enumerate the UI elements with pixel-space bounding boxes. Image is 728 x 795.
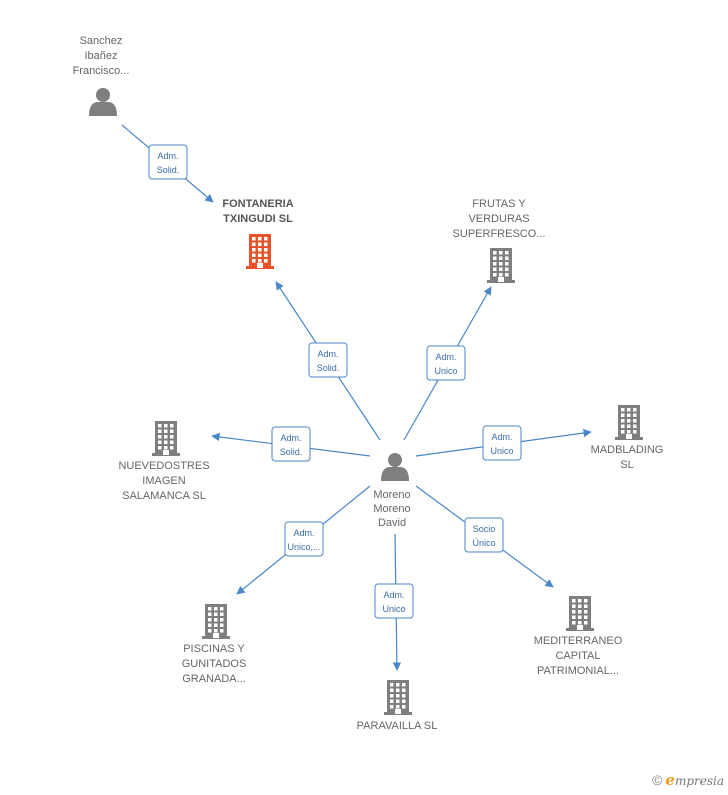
building-icon — [152, 421, 180, 456]
edge-label-text: Adm. — [293, 528, 314, 538]
node-label-frutas: VERDURAS — [468, 213, 529, 225]
node-frutas[interactable]: FRUTAS Y VERDURAS SUPERFRESCO... — [453, 198, 546, 283]
edge-label-text: Adm. — [435, 352, 456, 362]
edge-label-text: Unico — [434, 366, 457, 376]
node-label-sanchez: Francisco... — [73, 65, 130, 77]
node-label-piscinas: GUNITADOS — [182, 658, 247, 670]
node-paravailla[interactable]: PARAVAILLA SL — [357, 680, 438, 732]
edge-label-text: Solid. — [157, 165, 180, 175]
node-label-madblading: MADBLADING — [591, 444, 664, 456]
node-label-piscinas: PISCINAS Y — [183, 643, 245, 655]
edge-label-box — [271, 426, 311, 462]
edge-label-moreno-paravailla[interactable]: Adm. Unico — [374, 583, 414, 619]
edge-label-box — [426, 345, 466, 381]
node-label-sanchez: Sanchez — [80, 35, 123, 47]
person-icon — [89, 88, 117, 116]
edge-label-text: Único — [472, 538, 495, 548]
node-piscinas[interactable]: PISCINAS Y GUNITADOS GRANADA... — [182, 604, 247, 685]
building-icon — [566, 596, 594, 631]
node-label-nuevedostres: NUEVEDOSTRES — [118, 460, 209, 472]
node-label-madblading: SL — [620, 459, 633, 471]
edge-label-text: Unico — [382, 604, 405, 614]
node-label-moreno: Moreno — [373, 489, 410, 501]
edge-label-box — [482, 425, 522, 461]
edge-label-moreno-frutas[interactable]: Adm. Unico — [426, 345, 466, 381]
building-icon — [487, 248, 515, 283]
node-label-mediterraneo: MEDITERRANEO — [534, 635, 623, 647]
node-label-mediterraneo: PATRIMONIAL... — [537, 665, 619, 677]
node-mediterraneo[interactable]: MEDITERRANEO CAPITAL PATRIMONIAL... — [534, 596, 623, 677]
node-label-paravailla: PARAVAILLA SL — [357, 720, 438, 732]
edge-label-box — [308, 342, 348, 378]
node-label-piscinas: GRANADA... — [182, 673, 246, 685]
building-icon — [246, 234, 274, 269]
edge-label-moreno-piscinas[interactable]: Adm. Unico,... — [284, 521, 324, 557]
edge-label-sanchez-fontaneria[interactable]: Adm. Solid. — [148, 144, 188, 180]
node-label-sanchez: Ibañez — [84, 50, 117, 62]
node-label-nuevedostres: SALAMANCA SL — [122, 490, 206, 502]
edge-label-text: Unico,... — [287, 542, 320, 552]
person-icon — [381, 453, 409, 481]
edge-label-box — [284, 521, 324, 557]
copyright-symbol: © — [652, 772, 663, 788]
edge-label-text: Adm. — [157, 151, 178, 161]
building-icon — [384, 680, 412, 715]
node-label-frutas: FRUTAS Y — [472, 198, 526, 210]
brand-logo-initial: e — [665, 771, 675, 789]
node-label-nuevedostres: IMAGEN — [142, 475, 185, 487]
edge-label-moreno-nuevedostres[interactable]: Adm. Solid. — [271, 426, 311, 462]
edge-label-text: Adm. — [317, 349, 338, 359]
edge-label-box — [374, 583, 414, 619]
edge-label-text: Solid. — [317, 363, 340, 373]
node-label-fontaneria: FONTANERIA — [222, 198, 293, 210]
node-nuevedostres[interactable]: NUEVEDOSTRES IMAGEN SALAMANCA SL — [118, 421, 210, 502]
edge-label-text: Adm. — [280, 433, 301, 443]
node-label-frutas: SUPERFRESCO... — [453, 228, 546, 240]
edge-label-text: Adm. — [383, 590, 404, 600]
edge-label-moreno-fontaneria[interactable]: Adm. Solid. — [308, 342, 348, 378]
edge-label-moreno-madblading[interactable]: Adm. Unico — [482, 425, 522, 461]
brand-logo-text: mpresia — [674, 774, 724, 788]
building-icon — [615, 405, 643, 440]
edge-label-text: Adm. — [491, 432, 512, 442]
brand-watermark: ©empresia — [652, 771, 724, 789]
edge-label-box — [464, 517, 504, 553]
building-icon — [202, 604, 230, 639]
edge-label-text: Solid. — [280, 447, 303, 457]
edge-label-text: Unico — [490, 446, 513, 456]
node-sanchez[interactable]: SanchezIbañezFrancisco... — [73, 35, 130, 116]
node-label-moreno: Moreno — [373, 503, 410, 515]
node-label-mediterraneo: CAPITAL — [555, 650, 600, 662]
edge-label-text: Socio — [473, 524, 496, 534]
node-label-fontaneria: TXINGUDI SL — [223, 213, 293, 225]
edge-label-box — [148, 144, 188, 180]
node-fontaneria[interactable]: FONTANERIA TXINGUDI SL — [222, 198, 294, 269]
edge-labels-layer: Adm.Solid.Adm.Solid.Adm.UnicoAdm.Solid.A… — [148, 144, 522, 619]
node-madblading[interactable]: MADBLADING SL — [591, 405, 664, 471]
node-label-moreno: David — [378, 517, 406, 529]
